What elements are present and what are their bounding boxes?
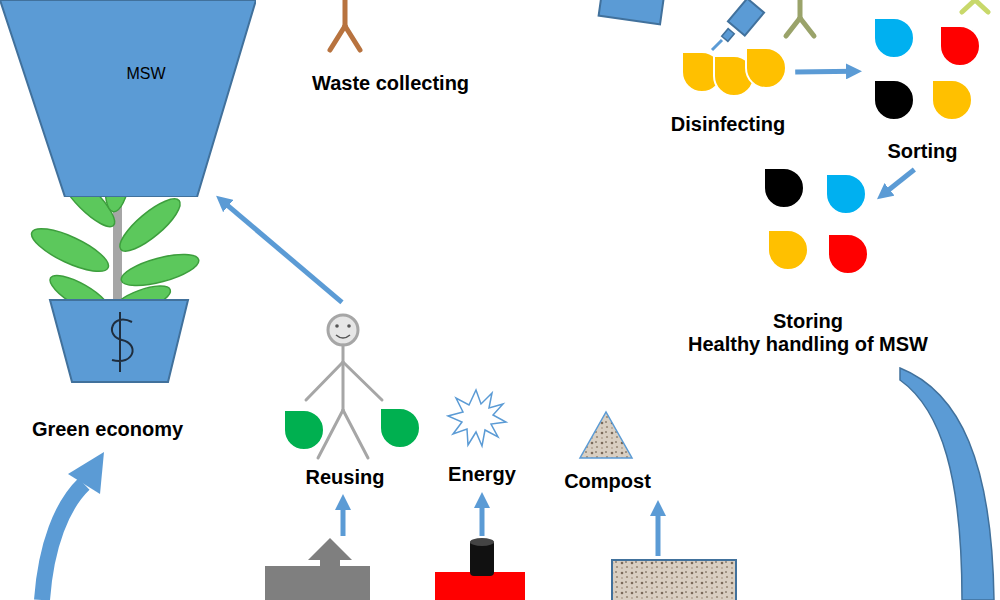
stored-drops [764,168,868,274]
node-label: Healthy handling of MSW [688,333,928,356]
flow-connector [222,201,342,303]
trapezoid-outline [0,0,256,197]
process-step: Disinfecting [665,40,791,140]
recycling-plant [265,538,370,600]
flow-arrow [900,368,994,600]
energy-star [448,390,506,446]
msw-container: MSW [0,0,256,197]
compost-bin [612,560,736,600]
process-step: Sorting [860,10,985,167]
reusing-figure [284,315,420,458]
flow-arrow [42,452,104,600]
node-label: Reusing [306,466,385,489]
node-label: Storing [773,310,843,333]
incinerator [435,538,525,600]
disinfect-tools [599,0,988,50]
process-step: StoringHealthy handling of MSW [682,198,934,360]
node-label: Sorting [888,140,958,163]
outcome-step: Energy [432,392,532,490]
outcome-step: Compost [555,400,660,497]
output-arrow [343,500,658,556]
node-label: MSW [126,62,165,85]
sorted-drops [874,18,980,120]
node-label: Green economy [32,418,183,441]
node-label: Energy [448,463,516,486]
compost-heap [580,412,632,458]
label-text: Waste collecting [312,72,469,95]
node-label: Compost [564,470,651,493]
outcome-step: Reusing [285,305,405,493]
outcome-step: Green economy [15,140,200,445]
waste-drops [682,48,786,96]
node-label: Disinfecting [671,113,785,136]
flow-connector [795,69,854,75]
flow-connector [883,169,914,194]
collector-figure [330,0,360,50]
